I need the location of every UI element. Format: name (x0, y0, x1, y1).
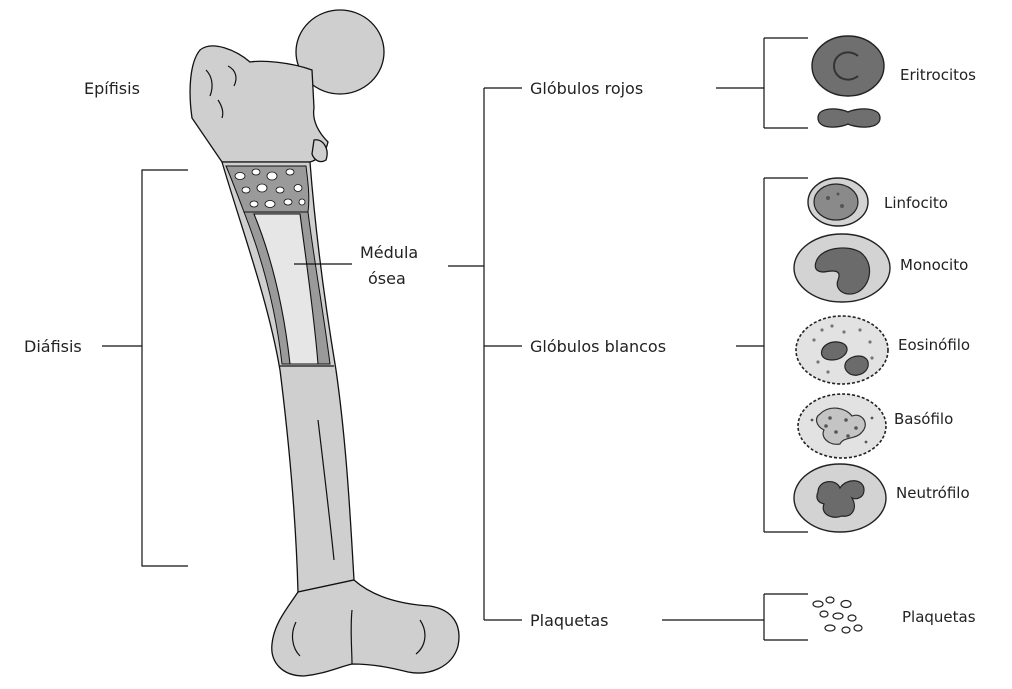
red-connector (716, 38, 808, 128)
branch-red-cells: Glóbulos rojos (530, 79, 643, 98)
branch-platelets: Plaquetas (530, 611, 608, 630)
erythrocyte-icon (812, 36, 884, 96)
white-cell-label-2: Eosinófilo (898, 336, 970, 354)
branch-white-cells: Glóbulos blancos (530, 337, 666, 356)
monocyte-icon (794, 234, 890, 302)
red-cell-label-0: Eritrocitos (900, 66, 976, 84)
platelets-icon (813, 597, 862, 633)
white-cell-label-1: Monocito (900, 256, 968, 274)
epiphysis-label: Epífisis (84, 79, 140, 98)
diaphysis-bracket (102, 170, 188, 566)
lymphocyte-icon (808, 178, 868, 226)
basophil-icon (798, 394, 886, 458)
femur-illustration (190, 10, 459, 676)
marrow-label-line2: ósea (368, 269, 406, 288)
femur-distal (272, 580, 459, 676)
erythrocyte-side-icon (818, 109, 880, 127)
diaphysis-label: Diáfisis (24, 337, 82, 356)
marrow-label-line1: Médula (360, 243, 418, 262)
white-cell-label-0: Linfocito (884, 194, 948, 212)
white-cell-label-3: Basófilo (894, 410, 953, 428)
platelet-label-0: Plaquetas (902, 608, 976, 626)
main-tree-connector (448, 88, 522, 620)
white-cell-label-4: Neutrófilo (896, 484, 970, 502)
neutrophil-icon (794, 464, 886, 532)
eosinophil-icon (796, 316, 888, 384)
platelet-connector (662, 594, 808, 640)
